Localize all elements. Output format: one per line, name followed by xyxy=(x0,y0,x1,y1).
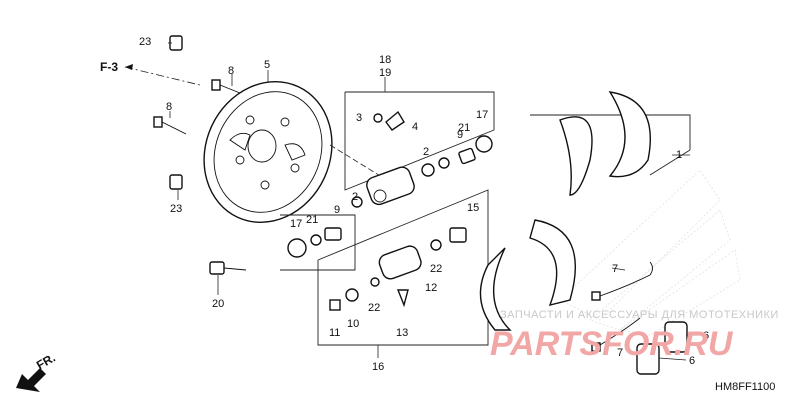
callout-17-a: 17 xyxy=(476,109,488,121)
wheel-cylinder-lower xyxy=(287,227,467,311)
callout-19: 19 xyxy=(379,67,391,79)
callout-9-a: 9 xyxy=(457,129,463,141)
callout-2-a: 2 xyxy=(423,146,429,158)
drawing-code: HM8FF1100 xyxy=(715,381,775,393)
callout-8-a: 8 xyxy=(228,65,234,77)
callout-22-b: 22 xyxy=(368,302,380,314)
bolt-20 xyxy=(209,261,247,275)
callout-10: 10 xyxy=(347,318,359,330)
spring-7-upper xyxy=(591,261,653,301)
watermark-brand: PARTSFOR.RU xyxy=(490,325,734,363)
callout-18: 18 xyxy=(379,54,391,66)
callout-17-b: 17 xyxy=(290,218,302,230)
callout-7-a: 7 xyxy=(612,263,618,275)
callout-3: 3 xyxy=(356,112,362,124)
brake-shoe-lower-right xyxy=(529,219,577,306)
watermark: ЗАПЧАСТИ И АКСЕССУАРЫ ДЛЯ МОТОТЕХНИКИ PA… xyxy=(490,309,779,363)
callout-5: 5 xyxy=(264,59,270,71)
watermark-tagline: ЗАПЧАСТИ И АКСЕССУАРЫ ДЛЯ МОТОТЕХНИКИ xyxy=(500,309,779,321)
wheel-cylinder-upper xyxy=(351,110,493,208)
front-direction-arrow: FR. xyxy=(16,351,58,392)
callout-8-b: 8 xyxy=(166,101,172,113)
leader-lines xyxy=(168,42,700,361)
callout-12: 12 xyxy=(425,282,437,294)
bolt-8-left xyxy=(153,116,187,135)
callout-23-b: 23 xyxy=(170,203,182,215)
brake-shoe-upper-left xyxy=(559,116,593,196)
watermark-logo xyxy=(559,169,741,336)
callout-21-b: 21 xyxy=(306,214,318,226)
callouts: 1 2 2 3 4 5 6 6 7 7 8 8 9 9 10 11 12 13 … xyxy=(139,36,709,373)
wheel-cylinder-lower-box xyxy=(280,189,489,346)
callout-13: 13 xyxy=(396,327,408,339)
wheel-cylinder-upper-box xyxy=(344,91,495,191)
callout-7-b: 7 xyxy=(617,347,623,359)
bolt-23-left xyxy=(169,174,183,190)
callout-4: 4 xyxy=(412,121,418,133)
spring-7-lower xyxy=(591,317,641,352)
brake-panel xyxy=(203,80,333,224)
brake-shoe-lower-left xyxy=(479,247,512,331)
direction-label: FR. xyxy=(34,351,58,373)
callout-21-a: 21 xyxy=(458,122,470,134)
reference-arrow: F-3 xyxy=(100,60,201,86)
clip-6-upper xyxy=(664,321,688,353)
callout-9-b: 9 xyxy=(334,204,340,216)
callout-6-a: 6 xyxy=(703,330,709,342)
callout-2-b: 2 xyxy=(352,191,358,203)
brake-shoe-upper-right xyxy=(608,91,652,178)
clip-6-lower xyxy=(636,343,660,375)
callout-1: 1 xyxy=(676,149,682,161)
callout-16: 16 xyxy=(372,361,384,373)
callout-23-a: 23 xyxy=(139,36,151,48)
callout-11: 11 xyxy=(329,327,340,339)
ref-label: F-3 xyxy=(100,60,118,74)
callout-15: 15 xyxy=(467,202,479,214)
bolt-8-top xyxy=(211,79,241,94)
callout-20: 20 xyxy=(212,298,224,310)
callout-6-b: 6 xyxy=(689,355,695,367)
brake-shoe-box-upper xyxy=(530,114,691,176)
callout-22-a: 22 xyxy=(430,263,442,275)
